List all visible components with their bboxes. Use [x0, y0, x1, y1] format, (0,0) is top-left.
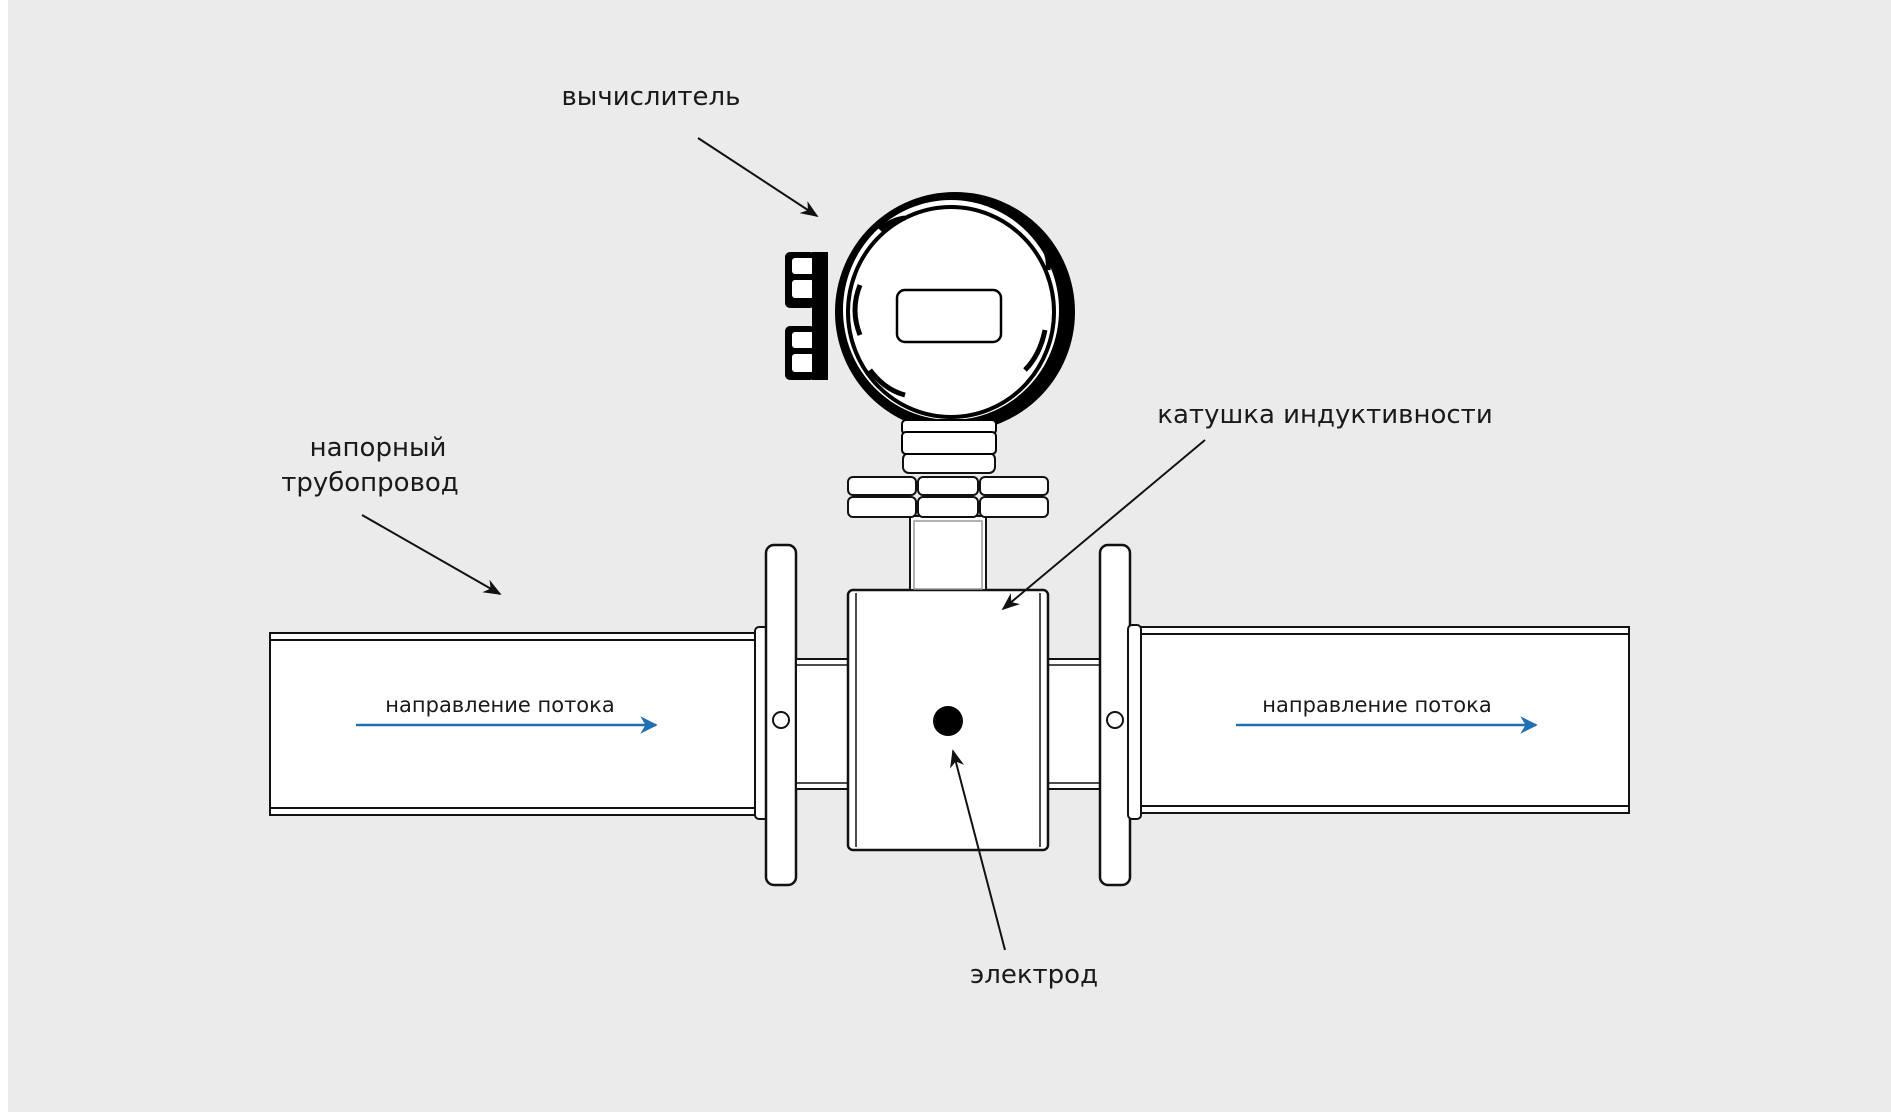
coil-housing: [846, 588, 1050, 852]
mount-blocks: [847, 430, 1049, 518]
pointer-pipe: [361, 514, 502, 595]
right-pipe: [1137, 626, 1630, 814]
label-pipe-line1: напорный: [310, 433, 447, 463]
pointer-computer: [697, 137, 819, 217]
label-pipe-line2: трубопровод: [281, 468, 459, 498]
label-computer: вычислитель: [561, 82, 740, 112]
pointer-coil: [1001, 439, 1206, 611]
pointer-electrode: [950, 749, 1006, 951]
meter-neck: [909, 515, 987, 591]
left-flange: [754, 543, 849, 887]
label-electrode: электрод: [970, 960, 1098, 990]
transmitter-head: [785, 192, 1075, 455]
right-flange: [1047, 543, 1142, 887]
label-flow-left: направление потока: [385, 693, 614, 717]
label-coil: катушка индуктивности: [1157, 400, 1492, 430]
label-flow-right: направление потока: [1262, 693, 1491, 717]
electrode-dot: [933, 706, 963, 736]
